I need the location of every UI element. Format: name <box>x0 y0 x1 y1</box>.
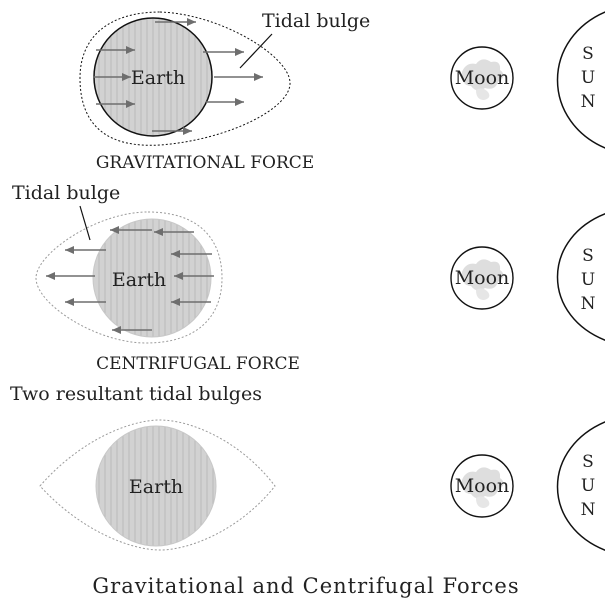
earth-label: Earth <box>112 269 166 291</box>
moon-label: Moon <box>455 67 510 89</box>
tidal-bulge-pointer <box>240 34 272 68</box>
sun-letter: N <box>581 294 596 314</box>
earth-label: Earth <box>131 67 185 89</box>
figure-caption: Gravitational and Centrifugal Forces <box>92 574 519 598</box>
sun-letter: U <box>581 476 595 496</box>
force-label: CENTRIFUGAL FORCE <box>96 354 300 374</box>
sun-letter: N <box>581 500 596 520</box>
panel-resultant: Two resultant tidal bulges Earth Moon S … <box>10 383 605 552</box>
panel-centrifugal: Earth Tidal bulge CENTRIFUGAL FORCE Moon… <box>12 182 605 374</box>
sun-letter: S <box>582 452 594 472</box>
panel-gravitational: Earth Tidal bulge GRAVITATIONAL FORCE Mo… <box>80 10 605 173</box>
sun-letter: S <box>582 44 594 64</box>
sun-letter: S <box>582 246 594 266</box>
resultant-heading: Two resultant tidal bulges <box>10 383 262 405</box>
moon-label: Moon <box>455 475 510 497</box>
tidal-bulge-pointer <box>80 206 90 240</box>
tidal-bulge-label: Tidal bulge <box>262 10 370 32</box>
sun-letter: U <box>581 68 595 88</box>
sun-letter: U <box>581 270 595 290</box>
sun-letter: N <box>581 92 596 112</box>
force-label: GRAVITATIONAL FORCE <box>96 153 314 173</box>
tidal-bulge-label: Tidal bulge <box>12 182 120 204</box>
moon-label: Moon <box>455 267 510 289</box>
earth-label: Earth <box>129 476 183 498</box>
